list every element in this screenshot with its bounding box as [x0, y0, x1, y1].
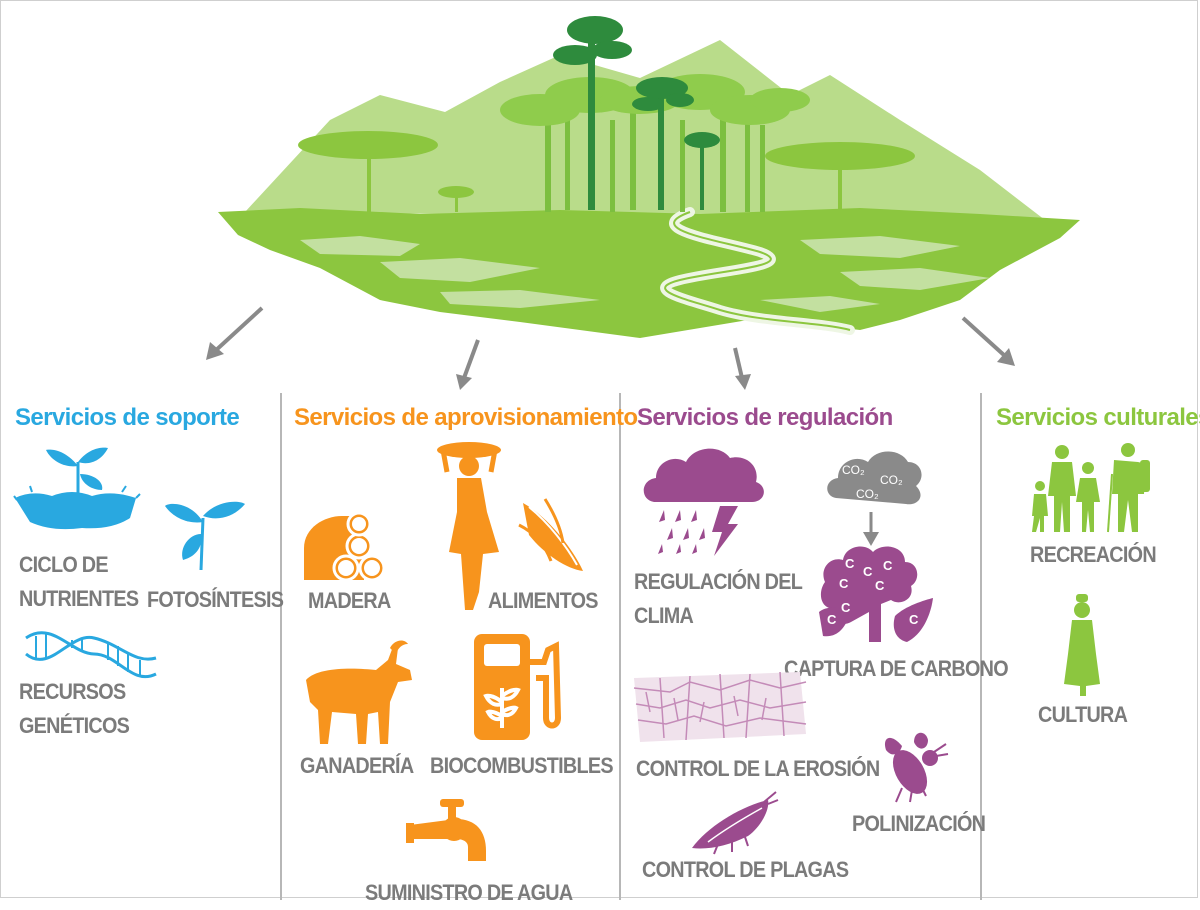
c-label-6: C — [841, 600, 851, 615]
log-pile-icon — [304, 511, 396, 582]
title-soporte: Servicios de soporte — [15, 404, 240, 431]
c-label-5: C — [875, 578, 885, 593]
woman-carrying-basket-icon — [437, 442, 501, 610]
label-biocombustibles: BIOCOMBUSTIBLES — [430, 753, 614, 778]
co2-label-2: CO₂ — [880, 473, 903, 487]
divider-3 — [980, 393, 982, 900]
dna-icon — [25, 631, 157, 679]
label-fotosintesis: FOTOSÍNTESIS — [147, 587, 284, 612]
arrow-to-soporte — [206, 306, 264, 360]
goat-icon — [306, 640, 412, 744]
label-recreacion: RECREACIÓN — [1030, 542, 1157, 567]
label-control-de-la-erosion: CONTROL DE LA EROSIÓN — [636, 756, 880, 781]
title-regulacion: Servicios de regulación — [637, 404, 893, 431]
c-label-8: C — [909, 612, 919, 627]
co2-label-3: CO₂ — [856, 487, 879, 501]
storm-cloud-icon — [643, 448, 764, 556]
carbon-tree-icon: C C C C C C C C — [819, 546, 933, 642]
c-label-1: C — [845, 556, 855, 571]
fuel-pump-icon — [474, 634, 562, 740]
co2-label-1: CO₂ — [842, 463, 865, 477]
c-label-4: C — [839, 576, 849, 591]
label-control-de-plagas: CONTROL DE PLAGAS — [642, 857, 849, 882]
arrow-to-regulacion — [733, 347, 751, 390]
label-suministro-de-agua: SUMINISTRO DE AGUA — [365, 880, 573, 905]
divider-1 — [280, 393, 282, 900]
soil-sprout-icon — [13, 447, 141, 530]
water-tap-icon — [406, 799, 486, 861]
mountains — [245, 40, 1045, 220]
c-label-7: C — [827, 612, 837, 627]
label-madera: MADERA — [308, 588, 391, 613]
label-cultura: CULTURA — [1038, 702, 1128, 727]
seedling-icon — [165, 501, 245, 571]
forest-landscape-illustration — [218, 16, 1080, 338]
arrow-to-aprovisionamiento — [456, 339, 480, 390]
family-hikers-icon — [1032, 443, 1150, 533]
arrow-to-culturales — [961, 316, 1015, 366]
title-culturales: Servicios culturales — [996, 404, 1200, 431]
label-polinizacion: POLINIZACIÓN — [852, 811, 986, 836]
label-captura-de-carbono: CAPTURA DE CARBONO — [784, 656, 1009, 681]
c-label-2: C — [863, 564, 873, 579]
label-alimentos: ALIMENTOS — [488, 588, 598, 613]
title-aprovisionamiento: Servicios de aprovisionamiento — [294, 404, 638, 431]
traditional-woman-icon — [1064, 594, 1100, 696]
corn-icon — [518, 498, 583, 571]
bee-icon — [884, 732, 949, 803]
c-label-3: C — [883, 558, 893, 573]
label-ganaderia: GANADERÍA — [300, 753, 414, 778]
moth-icon — [692, 791, 779, 855]
co2-cloud-icon: CO₂ CO₂ CO₂ — [827, 451, 922, 505]
cracked-earth-icon — [633, 671, 807, 742]
divider-2 — [619, 393, 621, 900]
down-arrow-icon — [863, 512, 879, 546]
